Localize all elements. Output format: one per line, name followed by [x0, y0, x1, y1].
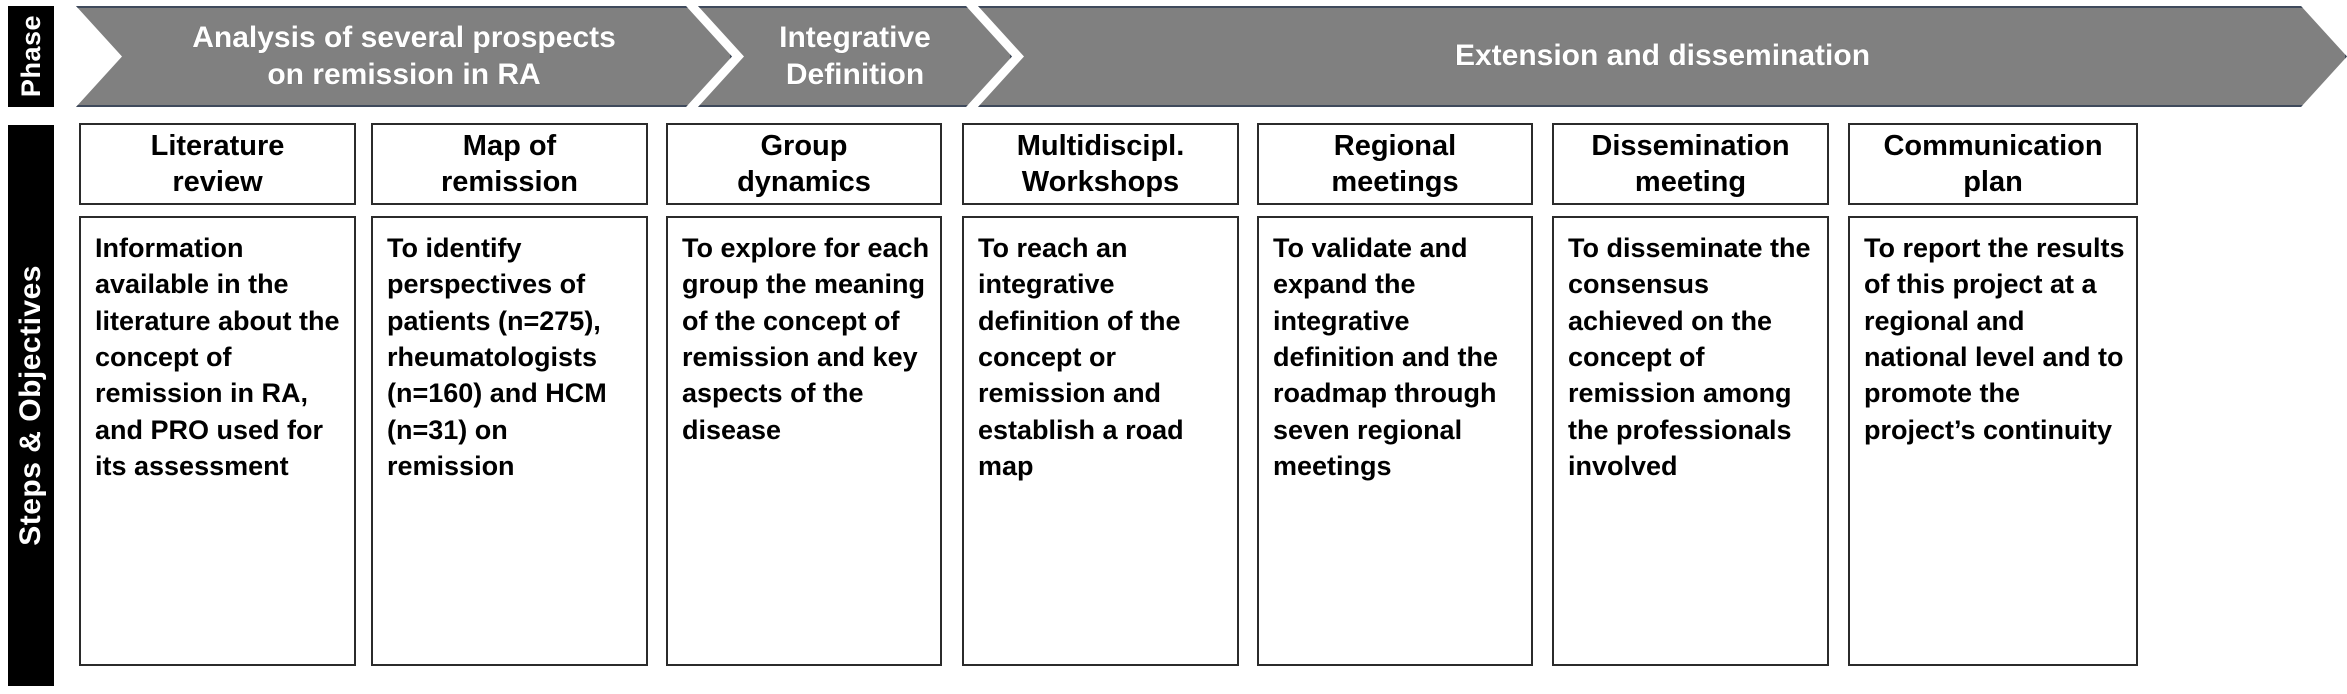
phase-chevron-3: Extension and dissemination — [978, 6, 2347, 107]
row-label-steps-objectives: Steps & Objectives — [8, 125, 54, 686]
step-map-of-remission[interactable]: Map of remission To identify perspectives… — [371, 123, 648, 694]
row-label-phase-text: Phase — [15, 15, 46, 98]
step-dissemination-meeting[interactable]: Dissemination meeting To disseminate the … — [1552, 123, 1829, 694]
step-regional-meetings[interactable]: Regional meetings To validate and expand … — [1257, 123, 1533, 694]
step-group-dynamics-objective: To explore for each group the meaning of… — [666, 216, 942, 666]
step-literature-review-objective: Information available in the literature … — [79, 216, 356, 666]
row-label-phase: Phase — [8, 6, 54, 107]
step-communication-plan-title: Communication plan — [1848, 123, 2138, 205]
row-label-steps-objectives-text: Steps & Objectives — [14, 265, 47, 546]
step-group-dynamics[interactable]: Group dynamics To explore for each group … — [666, 123, 942, 694]
phase-analysis-label: Analysis of several prospects on remissi… — [192, 20, 616, 91]
step-dissemination-meeting-objective: To disseminate the consensus achieved on… — [1552, 216, 1829, 666]
step-regional-meetings-objective: To validate and expand the integrative d… — [1257, 216, 1533, 666]
step-communication-plan-objective: To report the results of this project at… — [1848, 216, 2138, 666]
phase-chevron-2: Integrative Definition — [698, 6, 1012, 107]
phase-chevron-1: Analysis of several prospects on remissi… — [76, 6, 732, 107]
step-group-dynamics-title: Group dynamics — [666, 123, 942, 205]
phase-extension-dissemination-label: Extension and dissemination — [1454, 39, 1871, 73]
step-map-of-remission-title: Map of remission — [371, 123, 648, 205]
step-multidisciplinary-workshops[interactable]: Multidiscipl. Workshops To reach an integ… — [962, 123, 1239, 694]
step-map-of-remission-objective: To identify perspectives of patients (n=… — [371, 216, 648, 666]
step-multidisciplinary-workshops-objective: To reach an integrative definition of th… — [962, 216, 1239, 666]
phase-row: Analysis of several prospects on remissi… — [76, 6, 2347, 107]
step-multidisciplinary-workshops-title: Multidiscipl. Workshops — [962, 123, 1239, 205]
step-regional-meetings-title: Regional meetings — [1257, 123, 1533, 205]
phase-integrative-definition-label: Integrative Definition — [779, 20, 931, 91]
step-literature-review-title: Literature review — [79, 123, 356, 205]
step-dissemination-meeting-title: Dissemination meeting — [1552, 123, 1829, 205]
step-communication-plan[interactable]: Communication plan To report the results … — [1848, 123, 2138, 694]
